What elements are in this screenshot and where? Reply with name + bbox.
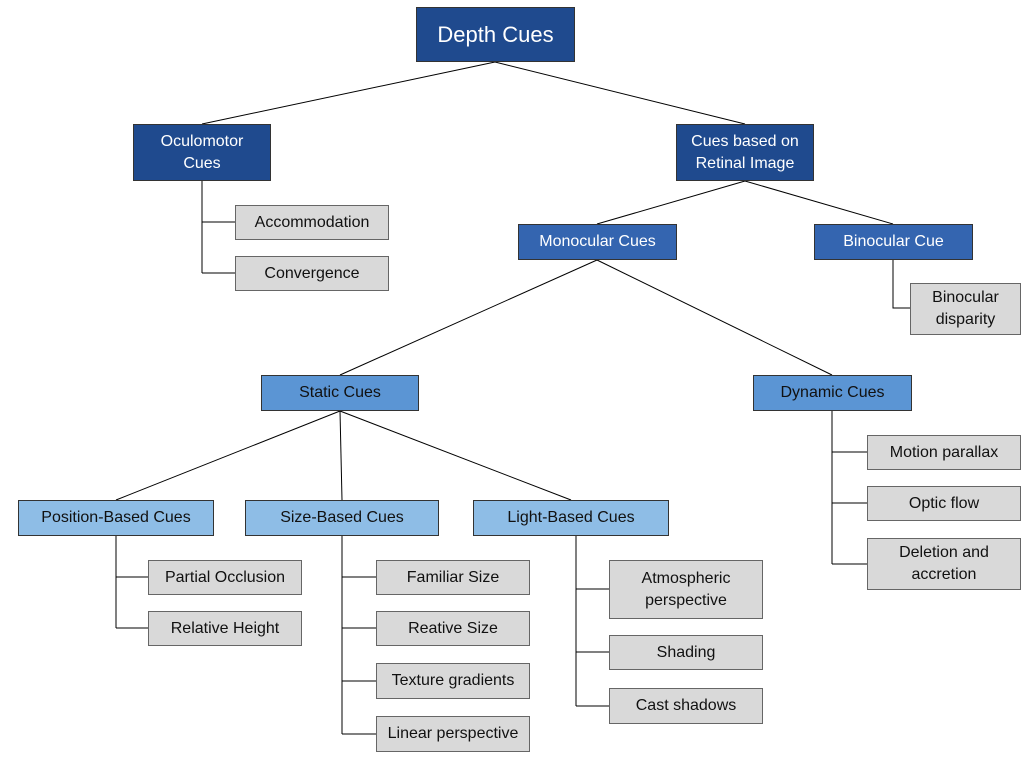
leaf-familiar-size: Familiar Size: [376, 560, 530, 595]
node-position-based-cues: Position-Based Cues: [18, 500, 214, 536]
node-static-cues: Static Cues: [261, 375, 419, 411]
leaf-texture-gradients: Texture gradients: [376, 663, 530, 699]
leaf-cast-shadows: Cast shadows: [609, 688, 763, 724]
leaf-binocular-disparity: Binocular disparity: [910, 283, 1021, 335]
node-light-based-cues: Light-Based Cues: [473, 500, 669, 536]
node-monocular-cues: Monocular Cues: [518, 224, 677, 260]
node-binocular-cue: Binocular Cue: [814, 224, 973, 260]
leaf-deletion-and-accretion: Deletion and accretion: [867, 538, 1021, 590]
root-node-depth-cues: Depth Cues: [416, 7, 575, 62]
leaf-partial-occlusion: Partial Occlusion: [148, 560, 302, 595]
leaf-convergence: Convergence: [235, 256, 389, 291]
leaf-motion-parallax: Motion parallax: [867, 435, 1021, 470]
leaf-accommodation: Accommodation: [235, 205, 389, 240]
leaf-relative-height: Relative Height: [148, 611, 302, 646]
leaf-shading: Shading: [609, 635, 763, 670]
leaf-reative-size: Reative Size: [376, 611, 530, 646]
node-dynamic-cues: Dynamic Cues: [753, 375, 912, 411]
leaf-linear-perspective: Linear perspective: [376, 716, 530, 752]
leaf-atmospheric-perspective: Atmospheric perspective: [609, 560, 763, 619]
node-oculomotor-cues: Oculomotor Cues: [133, 124, 271, 181]
leaf-optic-flow: Optic flow: [867, 486, 1021, 521]
node-size-based-cues: Size-Based Cues: [245, 500, 439, 536]
node-cues-based-on-retinal-image: Cues based on Retinal Image: [676, 124, 814, 181]
